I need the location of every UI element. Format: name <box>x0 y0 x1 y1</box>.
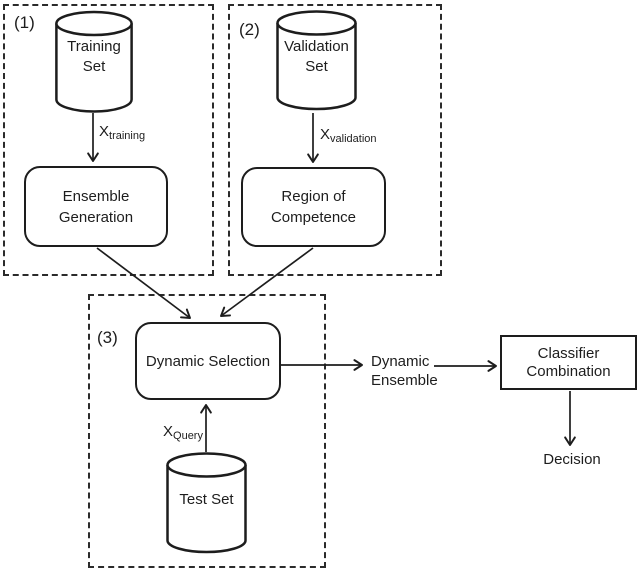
training-set-cylinder: Training Set <box>55 10 133 113</box>
x-training-base: X <box>99 123 110 140</box>
x-query-sub: Query <box>173 430 203 442</box>
test-set-cylinder: Test Set <box>166 452 247 554</box>
x-query-base: X <box>163 423 174 440</box>
ensemble-generation-line2: Generation <box>58 208 134 226</box>
stage3-group-box <box>88 294 326 568</box>
decision-label: Decision <box>543 451 601 468</box>
validation-set-label: Validation Set <box>276 37 357 77</box>
classifier-combination-box: Classifier Combination <box>500 335 637 390</box>
training-set-line2: Set <box>82 58 106 75</box>
x-training-label: Xtraining <box>99 123 145 142</box>
stage3-label: (3) <box>97 328 118 347</box>
ensemble-generation-box: Ensemble Generation <box>24 166 168 247</box>
dynamic-ensemble-line1: Dynamic <box>371 353 430 370</box>
dynamic-ensemble-line2: Ensemble <box>371 372 438 389</box>
classifier-combination-line1: Classifier <box>537 344 600 362</box>
database-cylinder-icon <box>55 10 133 113</box>
x-query-label: XQuery <box>163 423 203 442</box>
x-validation-base: X <box>320 126 331 143</box>
validation-set-cylinder: Validation Set <box>276 10 357 111</box>
stage2-group-box <box>228 4 442 276</box>
x-validation-sub: validation <box>330 133 377 145</box>
region-of-competence-line1: Region of <box>281 188 346 205</box>
x-validation-label: Xvalidation <box>320 126 377 145</box>
region-of-competence-box: Region of Competence <box>241 167 386 247</box>
validation-set-line1: Validation <box>284 38 349 55</box>
dynamic-ensemble-label: Dynamic Ensemble <box>371 352 438 390</box>
training-set-label: Training Set <box>55 37 133 77</box>
training-set-line1: Training <box>67 38 121 55</box>
test-set-label: Test Set <box>166 490 247 510</box>
stage2-label: (2) <box>239 20 260 39</box>
x-training-sub: training <box>109 130 146 142</box>
stage1-label: (1) <box>14 13 35 32</box>
database-cylinder-icon <box>276 10 357 111</box>
classifier-combination-line2: Combination <box>526 362 611 380</box>
test-set-line1: Test Set <box>179 491 234 508</box>
ensemble-generation-line1: Ensemble <box>62 187 130 205</box>
dynamic-selection-label: Dynamic Selection <box>145 352 271 370</box>
database-cylinder-icon <box>166 452 247 554</box>
dynamic-selection-box: Dynamic Selection <box>135 322 281 400</box>
validation-set-line2: Set <box>305 58 328 75</box>
region-of-competence-line2: Competence <box>270 209 357 226</box>
